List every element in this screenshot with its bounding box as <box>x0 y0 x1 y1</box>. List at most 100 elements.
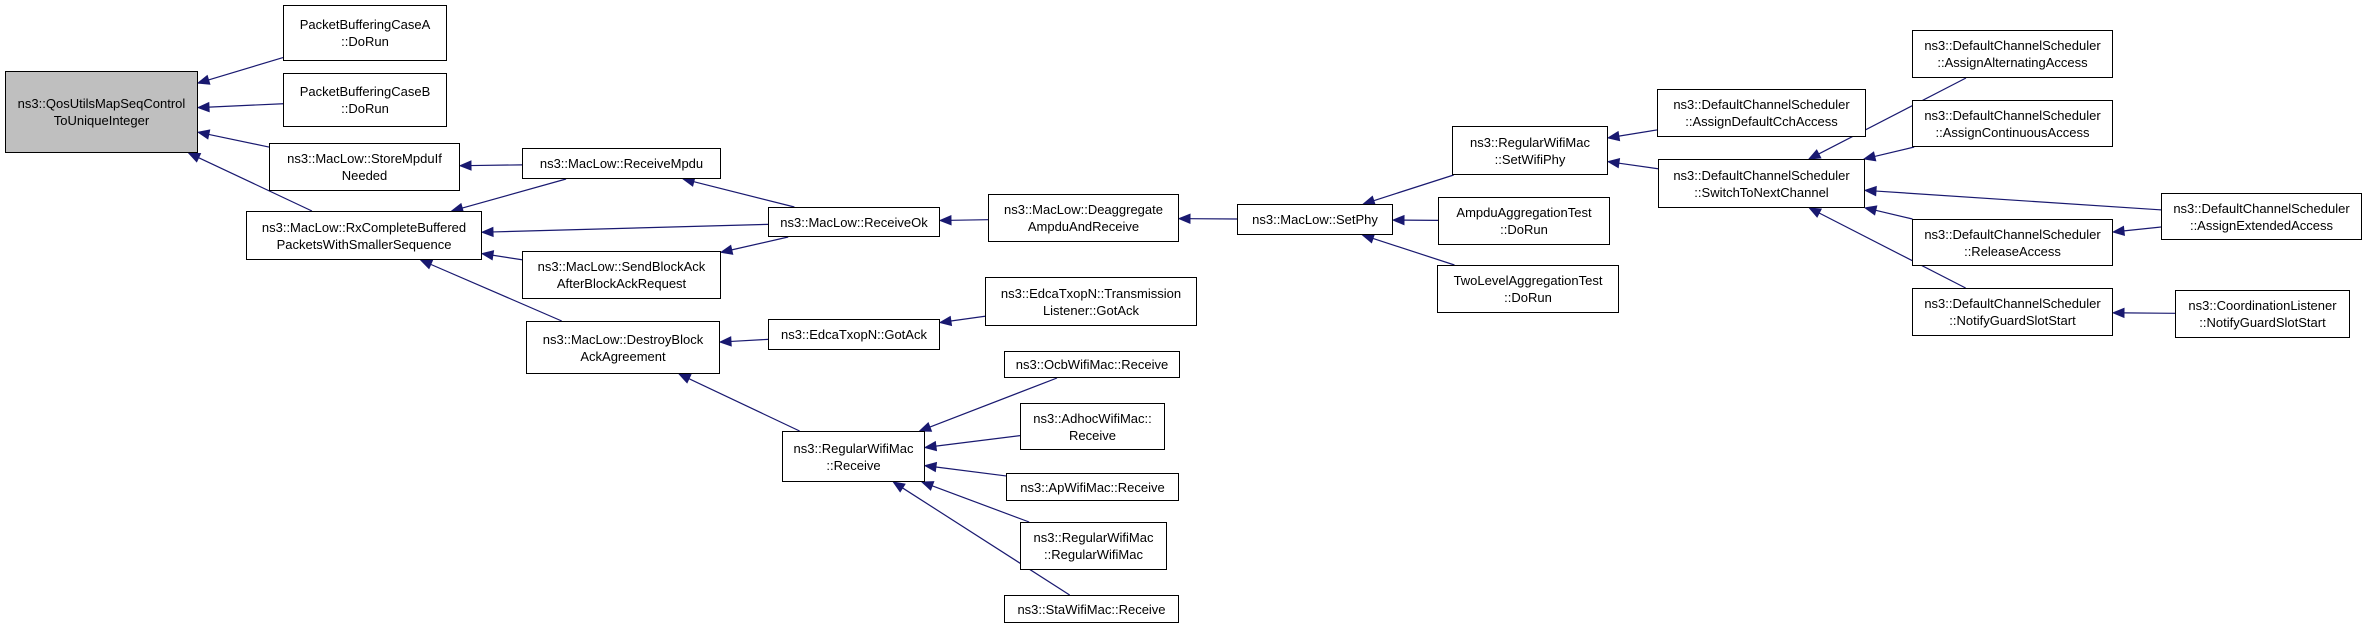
arrowhead <box>1606 158 1621 169</box>
arrowhead <box>677 373 692 384</box>
node-line-2: ToUniqueInteger <box>53 113 150 128</box>
node-line-1: PacketBufferingCaseA <box>299 17 431 32</box>
node-adhoc-wifi-mac-receive[interactable]: ns3::AdhocWifiMac::Receive <box>1020 403 1165 450</box>
arrowhead <box>458 160 472 171</box>
edge-line <box>1372 237 1455 266</box>
edge-line <box>1875 190 2162 211</box>
edge-notifyGuard-to-switchNext <box>1808 207 1966 289</box>
node-line-2: ::Receive <box>826 457 881 473</box>
edge-rxComplete-to-root <box>187 152 313 212</box>
edge-line <box>1618 129 1658 137</box>
edge-regReceive-to-destroyBlock <box>677 373 800 432</box>
node-line-1: AmpduAggregationTest <box>1456 205 1592 220</box>
node-line-2: AckAgreement <box>580 348 666 364</box>
edge-line <box>1618 162 1659 170</box>
arrowhead <box>1807 149 1822 160</box>
node-line-1: ns3::EdcaTxopN::GotAck <box>781 327 927 342</box>
edge-receiveOk-to-sendBlockAck <box>719 236 789 255</box>
node-switch-to-next-channel[interactable]: ns3::DefaultChannelScheduler::SwitchToNe… <box>1658 159 1865 208</box>
edge-receiveOk-to-rxComplete <box>480 223 769 238</box>
edge-gotAck-to-destroyBlock <box>718 336 769 347</box>
edge-line <box>1818 77 1967 155</box>
node-line-1: ns3::StaWifiMac::Receive <box>1017 601 1166 617</box>
arrowhead <box>1606 130 1621 142</box>
edge-deaggregate-to-receiveOk <box>938 215 989 226</box>
node-two-level-aggregation-test[interactable]: TwoLevelAggregationTest::DoRun <box>1437 265 1619 313</box>
node-line-1: ns3::ApWifiMac::Receive <box>1020 479 1165 495</box>
node-ocb-wifi-mac-receive[interactable]: ns3::OcbWifiMac::Receive <box>1004 351 1180 378</box>
node-sta-wifi-mac-receive[interactable]: ns3::StaWifiMac::Receive <box>1004 595 1179 623</box>
edge-line <box>931 485 1030 523</box>
edge-line <box>462 178 567 209</box>
node-line-2: ::AssignAlternatingAccess <box>1937 55 2088 70</box>
node-edca-got-ack[interactable]: ns3::EdcaTxopN::GotAck <box>768 319 940 350</box>
node-release-access[interactable]: ns3::DefaultChannelScheduler::ReleaseAcc… <box>1912 219 2113 266</box>
node-line-1: ns3::RegularWifiMac <box>793 440 914 456</box>
node-ap-wifi-mac-receive[interactable]: ns3::ApWifiMac::Receive <box>1006 473 1179 501</box>
node-line-2: ::SwitchToNextChannel <box>1694 184 1829 200</box>
node-line-2: ::NotifyGuardSlotStart <box>2199 315 2326 330</box>
edge-assignDefault-to-setWifiPhy <box>1606 129 1658 142</box>
node-line-1: ns3::MacLow::Deaggregate <box>1004 202 1163 217</box>
node-regular-wifi-mac-receive[interactable]: ns3::RegularWifiMac::Receive <box>782 431 925 482</box>
edge-line <box>935 466 1007 477</box>
node-line-1: ns3::MacLow::SendBlockAck <box>537 259 706 274</box>
node-line-1: ns3::DefaultChannelScheduler <box>1673 97 1850 112</box>
node-regular-wifi-mac-ctor[interactable]: ns3::RegularWifiMac::RegularWifiMac <box>1020 522 1167 570</box>
arrowhead <box>1808 207 1822 218</box>
node-line-1: ns3::CoordinationListener <box>2188 298 2337 313</box>
node-assign-alternating-access[interactable]: ns3::DefaultChannelScheduler::AssignAlte… <box>1912 30 2113 78</box>
node-ampdu-aggregation-test[interactable]: AmpduAggregationTest::DoRun <box>1438 197 1610 245</box>
edge-receiveMpdu-to-rxComplete <box>450 178 567 213</box>
edge-releaseAccess-to-switchNext <box>1863 205 1913 220</box>
edge-line <box>902 487 1070 596</box>
node-notify-guard-slot-start[interactable]: ns3::DefaultChannelScheduler::NotifyGuar… <box>1912 288 2113 336</box>
node-line-1: ns3::MacLow::SetPhy <box>1252 212 1378 227</box>
node-assign-continuous-access[interactable]: ns3::DefaultChannelScheduler::AssignCont… <box>1912 100 2113 147</box>
arrowhead <box>719 244 734 255</box>
node-packet-buffering-case-b[interactable]: PacketBufferingCaseB::DoRun <box>283 73 447 127</box>
node-assign-extended-access[interactable]: ns3::DefaultChannelScheduler::AssignExte… <box>2161 193 2362 240</box>
edge-ampduTest-to-setPhy <box>1391 214 1439 226</box>
node-line-2: AmpduAndReceive <box>1027 219 1140 234</box>
node-line-1: ns3::DefaultChannelScheduler <box>2173 200 2350 216</box>
edge-line <box>208 103 284 108</box>
node-packet-buffering-case-a[interactable]: PacketBufferingCaseA::DoRun <box>283 5 447 61</box>
arrowhead <box>923 461 938 473</box>
edge-line <box>492 254 523 261</box>
edge-line <box>2123 226 2162 232</box>
edge-txListener-to-gotAck <box>938 315 986 327</box>
arrowhead <box>938 215 952 226</box>
node-assign-default-cch-access[interactable]: ns3::DefaultChannelScheduler::AssignDefa… <box>1657 89 1866 137</box>
node-line-1: ns3::RegularWifiMac <box>1033 530 1154 545</box>
node-maclow-set-phy[interactable]: ns3::MacLow::SetPhy <box>1237 204 1393 235</box>
node-line-1: ns3::MacLow::StoreMpduIf <box>287 151 442 166</box>
node-regular-wifi-mac-set-wifi-phy[interactable]: ns3::RegularWifiMac::SetWifiPhy <box>1452 126 1608 175</box>
node-receive-mpdu[interactable]: ns3::MacLow::ReceiveMpdu <box>522 148 721 179</box>
edge-line <box>470 164 523 167</box>
arrowhead <box>1361 233 1376 244</box>
arrowhead <box>480 250 495 261</box>
node-coordination-listener[interactable]: ns3::CoordinationListener::NotifyGuardSl… <box>2175 290 2350 338</box>
edge-line <box>1875 209 1913 220</box>
node-line-1: ns3::DefaultChannelScheduler <box>1673 167 1850 183</box>
node-receive-ok[interactable]: ns3::MacLow::ReceiveOk <box>768 207 940 237</box>
edge-line <box>929 377 1058 428</box>
node-line-2: ::DoRun <box>341 34 389 49</box>
edge-line <box>1874 146 1915 158</box>
edge-line <box>730 338 769 343</box>
arrowhead <box>480 226 494 238</box>
edge-line <box>208 57 284 81</box>
node-line-1: ns3::RegularWifiMac <box>1470 134 1590 150</box>
arrowhead <box>718 336 732 347</box>
arrowhead <box>196 74 211 85</box>
arrowhead <box>1177 213 1191 224</box>
